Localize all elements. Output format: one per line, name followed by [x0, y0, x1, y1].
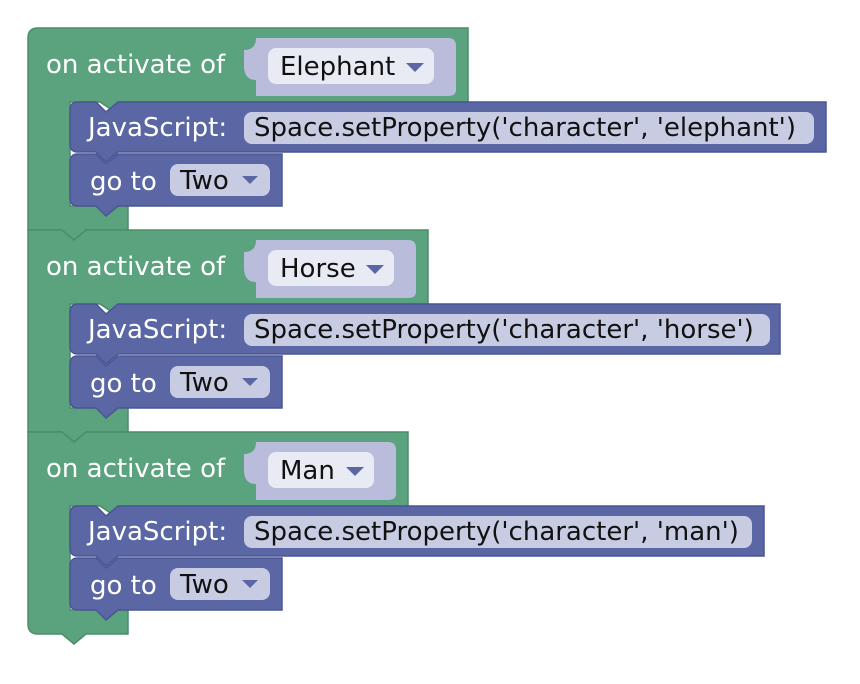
goto-target-dropdown[interactable]: Two: [170, 164, 270, 196]
javascript-label: JavaScript:: [86, 315, 227, 345]
javascript-code: Space.setProperty('character', 'man'): [254, 517, 739, 547]
javascript-block[interactable]: JavaScript: Space.setProperty('character…: [69, 303, 781, 366]
goto-block[interactable]: go to Two: [69, 153, 283, 218]
goto-target-value: Two: [179, 166, 229, 196]
character-dropdown[interactable]: Horse: [244, 240, 416, 298]
goto-label: go to: [90, 369, 157, 399]
triangle-down-icon: [366, 265, 384, 274]
javascript-code-field[interactable]: Space.setProperty('character', 'horse'): [244, 314, 770, 346]
character-dropdown[interactable]: Man: [244, 442, 396, 500]
goto-block[interactable]: go to Two: [69, 557, 283, 622]
javascript-code: Space.setProperty('character', 'horse'): [254, 315, 754, 345]
javascript-block[interactable]: JavaScript: Space.setProperty('character…: [69, 101, 827, 164]
goto-label: go to: [90, 571, 157, 601]
goto-target-value: Two: [179, 368, 229, 398]
event-block-man[interactable]: on activate of Man JavaScript: Space.set…: [27, 431, 765, 645]
goto-label: go to: [90, 167, 157, 197]
goto-target-dropdown[interactable]: Two: [170, 568, 270, 600]
character-value: Horse: [280, 254, 356, 284]
triangle-down-icon: [406, 63, 424, 72]
triangle-down-icon: [346, 467, 364, 476]
event-label: on activate of: [46, 50, 226, 80]
goto-target-value: Two: [179, 570, 229, 600]
triangle-down-icon: [242, 176, 258, 184]
character-value: Man: [280, 456, 335, 486]
javascript-code-field[interactable]: Space.setProperty('character', 'elephant…: [244, 112, 814, 144]
event-block-horse[interactable]: on activate of Horse JavaScript: Space.s…: [27, 229, 781, 443]
goto-target-dropdown[interactable]: Two: [170, 366, 270, 398]
event-block-elephant[interactable]: on activate of Elephant JavaScript: Spac…: [27, 27, 827, 241]
event-label: on activate of: [46, 454, 226, 484]
javascript-label: JavaScript:: [86, 113, 227, 143]
event-label: on activate of: [46, 252, 226, 282]
character-dropdown[interactable]: Elephant: [244, 38, 456, 96]
javascript-label: JavaScript:: [86, 517, 227, 547]
javascript-code-field[interactable]: Space.setProperty('character', 'man'): [244, 516, 752, 548]
triangle-down-icon: [242, 378, 258, 386]
triangle-down-icon: [242, 580, 258, 588]
javascript-code: Space.setProperty('character', 'elephant…: [254, 113, 796, 143]
character-value: Elephant: [280, 52, 395, 82]
javascript-block[interactable]: JavaScript: Space.setProperty('character…: [69, 505, 765, 568]
goto-block[interactable]: go to Two: [69, 355, 283, 420]
